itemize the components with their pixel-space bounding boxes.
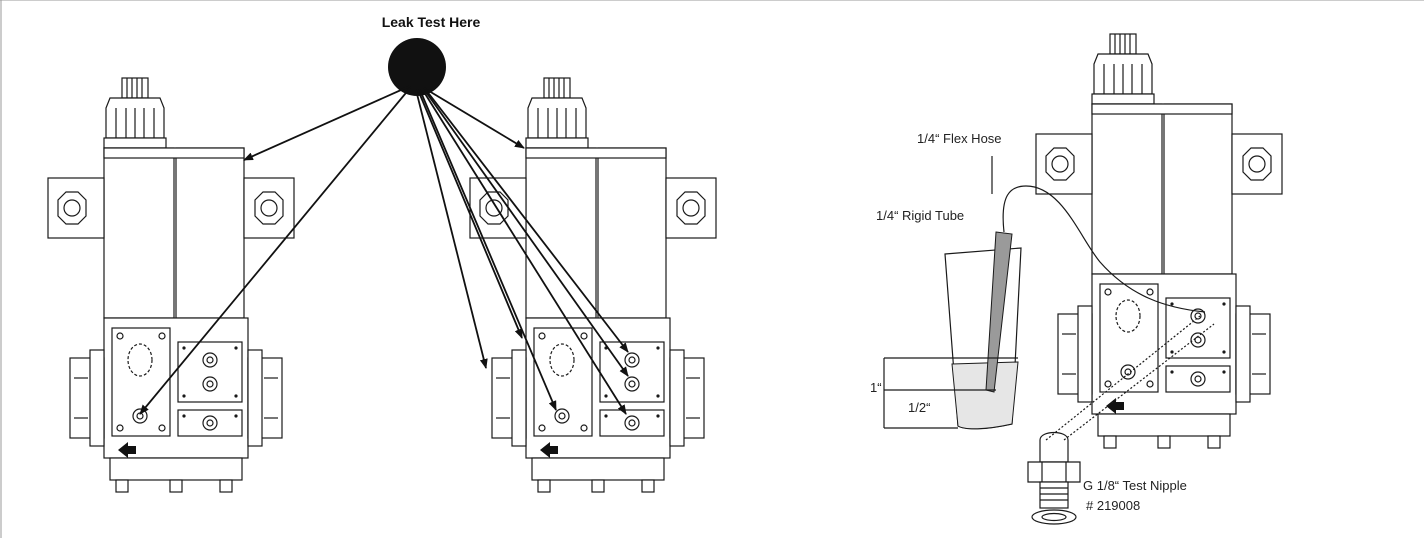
leak-test-label: Leak Test Here	[382, 14, 481, 30]
gas-valve-middle	[469, 77, 717, 493]
flex-hose	[1002, 185, 1206, 313]
arrow-middle-flange	[415, 89, 488, 369]
gas-valve-left	[47, 77, 295, 493]
arrow-left-coil	[243, 85, 411, 161]
leak-test-arrows	[139, 85, 629, 415]
arrow-middle-port-3	[423, 91, 627, 415]
leak-test-point: Leak Test Here	[382, 14, 481, 96]
arrow-middle-lower-port	[419, 89, 557, 411]
part-number-label: # 219008	[1086, 498, 1140, 513]
arrow-middle-port-1	[425, 89, 629, 353]
test-nipple: G 1/8“ Test Nipple # 219008	[1027, 315, 1215, 525]
test-nipple-body	[1039, 431, 1069, 463]
flex-hose-assembly: 1/4“ Flex Hose	[917, 131, 1206, 313]
flex-hose-label: 1/4“ Flex Hose	[917, 131, 1002, 146]
gas-valve-right	[1035, 33, 1283, 449]
arrow-middle-port-2	[425, 91, 629, 377]
depth-dimensions: 1“ 1/2“	[870, 357, 1018, 429]
arrow-middle-coil	[423, 87, 525, 149]
rigid-tube-label: 1/4“ Rigid Tube	[876, 208, 964, 223]
beaker-water	[951, 361, 1019, 430]
one-inch-label: 1“	[870, 380, 882, 395]
arrow-left-port	[139, 87, 411, 415]
test-nipple-label: G 1/8“ Test Nipple	[1083, 478, 1187, 493]
arrow-middle-body	[417, 89, 523, 339]
rigid-tube	[985, 231, 1013, 393]
leak-test-dot	[388, 38, 446, 96]
half-inch-label: 1/2“	[908, 400, 930, 415]
beaker: 1/4“ Rigid Tube	[876, 208, 1022, 430]
